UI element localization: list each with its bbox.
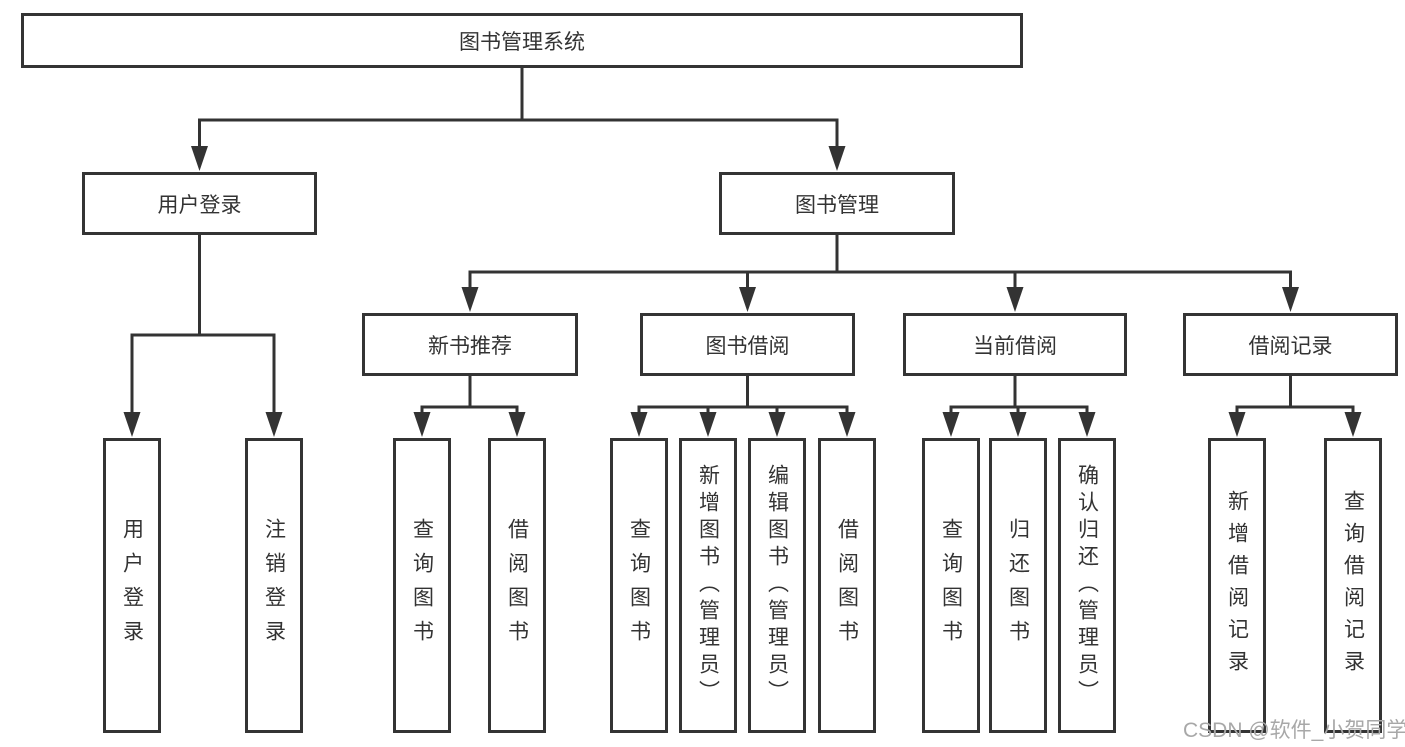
leaf-edit-books: 编辑图书（管理员）: [748, 438, 806, 733]
node-root: 图书管理系统: [21, 13, 1023, 68]
watermark: CSDN @软件_小贺同学: [1183, 719, 1405, 742]
arrow-down-icon: [630, 412, 648, 437]
leaf-label: 查询图书: [410, 517, 434, 654]
leaf-borrow-books-1: 借阅图书: [488, 438, 546, 733]
arrow-down-icon: [699, 412, 717, 437]
arrow-down-icon: [508, 412, 526, 437]
leaf-add-borrow-record: 新增借阅记录: [1208, 438, 1266, 733]
leaf-label: 新增图书（管理员）: [696, 464, 720, 707]
leaf-logout: 注销登录: [245, 438, 303, 733]
edges-borrowing-records-to-leaves: [1228, 376, 1362, 437]
arrow-down-icon: [768, 412, 786, 437]
arrow-down-icon: [838, 412, 856, 437]
leaf-label: 编辑图书（管理员）: [765, 464, 789, 707]
arrow-down-icon: [461, 287, 479, 312]
leaf-label: 查询图书: [939, 517, 963, 654]
leaf-query-borrow-record: 查询借阅记录: [1324, 438, 1382, 733]
node-book-management: 图书管理: [719, 172, 955, 235]
arrow-down-icon: [1228, 412, 1246, 437]
node-label: 图书管理: [795, 193, 879, 217]
node-label: 借阅记录: [1248, 334, 1333, 358]
arrow-down-icon: [1282, 287, 1299, 312]
arrow-down-icon: [828, 146, 846, 171]
node-borrowing-records: 借阅记录: [1183, 313, 1398, 376]
node-user-login: 用户登录: [82, 172, 317, 235]
edges-root-to-level1: [191, 68, 846, 171]
leaf-label: 归还图书: [1006, 517, 1030, 654]
node-label: 图书借阅: [705, 334, 790, 358]
edges-new-book-recommend-to-leaves: [413, 376, 526, 437]
leaf-confirm-return: 确认归还（管理员）: [1058, 438, 1116, 733]
leaf-label: 借阅图书: [505, 517, 529, 654]
leaf-user-login: 用户登录: [103, 438, 161, 733]
node-label: 当前借阅: [973, 334, 1057, 358]
arrow-down-icon: [1344, 412, 1362, 437]
leaf-label: 查询图书: [627, 517, 651, 654]
node-book-borrowing: 图书借阅: [640, 313, 855, 376]
arrow-down-icon: [942, 412, 960, 437]
node-label: 图书管理系统: [459, 30, 585, 54]
leaf-label: 用户登录: [120, 517, 144, 654]
arrow-down-icon: [413, 412, 431, 437]
leaf-query-books-3: 查询图书: [922, 438, 980, 733]
leaf-query-books-1: 查询图书: [393, 438, 451, 733]
leaf-return-books: 归还图书: [989, 438, 1047, 733]
leaf-label: 新增借阅记录: [1225, 489, 1249, 682]
leaf-borrow-books-2: 借阅图书: [818, 438, 876, 733]
leaf-label: 注销登录: [262, 517, 286, 654]
arrow-down-icon: [1006, 287, 1024, 312]
edges-book-management-to-level2: [461, 235, 1299, 312]
arrow-down-icon: [1078, 412, 1096, 437]
leaf-query-books-2: 查询图书: [610, 438, 668, 733]
leaf-add-books: 新增图书（管理员）: [679, 438, 737, 733]
leaf-label: 确认归还（管理员）: [1075, 464, 1099, 707]
node-label: 新书推荐: [428, 334, 512, 358]
node-label: 用户登录: [157, 193, 242, 217]
node-current-borrowing: 当前借阅: [903, 313, 1127, 376]
arrow-down-icon: [1009, 412, 1027, 437]
node-new-book-recommend: 新书推荐: [362, 313, 578, 376]
edges-current-borrowing-to-leaves: [942, 376, 1096, 437]
leaf-label: 查询借阅记录: [1341, 489, 1365, 682]
arrow-down-icon: [123, 412, 141, 437]
leaf-label: 借阅图书: [835, 517, 859, 654]
edges-book-borrowing-to-leaves: [630, 376, 856, 437]
arrow-down-icon: [265, 412, 283, 437]
arrow-down-icon: [191, 146, 208, 171]
arrow-down-icon: [739, 287, 756, 312]
edges-user-login-to-leaves: [123, 235, 283, 437]
